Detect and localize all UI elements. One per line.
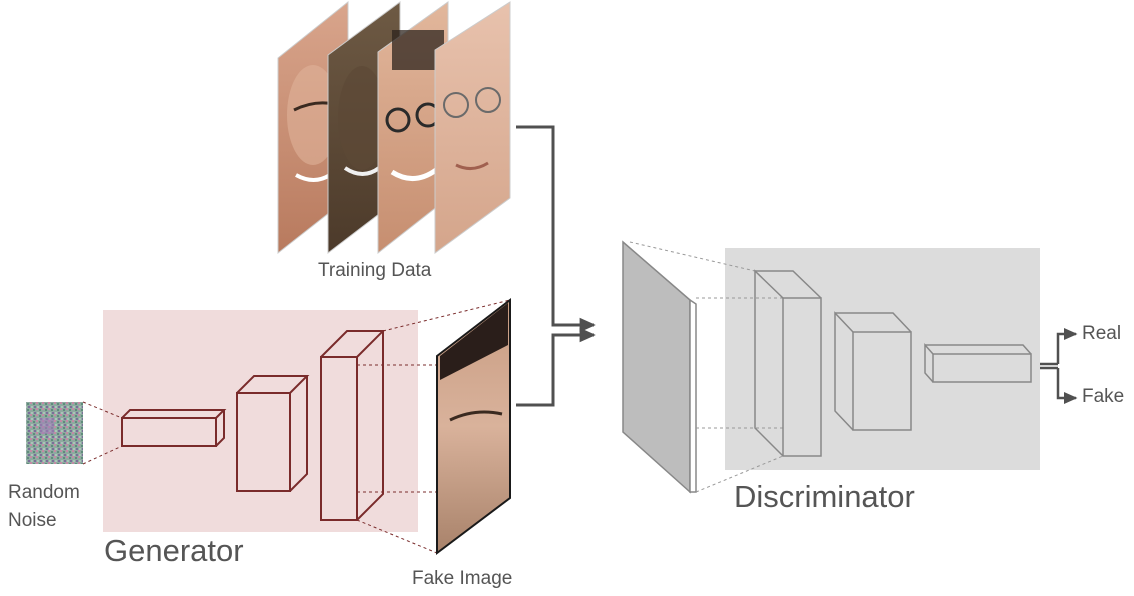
discriminator-region bbox=[725, 248, 1040, 470]
fake-output-label: Fake bbox=[1082, 386, 1125, 407]
generator-layer-1 bbox=[121, 409, 227, 447]
generator-layer-2 bbox=[236, 375, 310, 492]
discriminator-layer-3 bbox=[924, 343, 1032, 383]
generator-output-connectors bbox=[356, 299, 511, 554]
noise-connectors bbox=[82, 401, 123, 465]
discriminator-layer-1 bbox=[754, 269, 822, 457]
fake-arrow bbox=[1056, 368, 1078, 404]
training-data-label: Training Data bbox=[318, 260, 432, 281]
random-noise-image bbox=[26, 402, 83, 464]
input-arrows bbox=[516, 125, 596, 407]
real-output-label: Real bbox=[1082, 323, 1122, 344]
fake-image-arrow bbox=[516, 327, 596, 407]
generator-label: Generator bbox=[104, 533, 244, 568]
real-arrow bbox=[1056, 328, 1078, 364]
discriminator-input-plate bbox=[622, 240, 697, 494]
fake-image-label: Fake Image bbox=[412, 568, 513, 589]
training-data-images bbox=[277, 0, 511, 255]
random-noise-label-line2: Noise bbox=[8, 510, 57, 531]
discriminator-input-connectors bbox=[629, 241, 784, 493]
discriminator-layers bbox=[754, 269, 1032, 457]
discriminator-layer-2 bbox=[834, 311, 912, 431]
fake-image bbox=[436, 297, 511, 556]
generator-layers bbox=[121, 330, 386, 521]
face-image-4 bbox=[434, 1, 511, 254]
generator-layer-3 bbox=[320, 330, 386, 521]
discriminator-label: Discriminator bbox=[734, 479, 915, 514]
random-noise-label-line1: Random bbox=[8, 482, 80, 503]
output-fork bbox=[1040, 328, 1078, 404]
generator-region bbox=[103, 310, 418, 532]
training-data-arrow bbox=[516, 125, 596, 333]
